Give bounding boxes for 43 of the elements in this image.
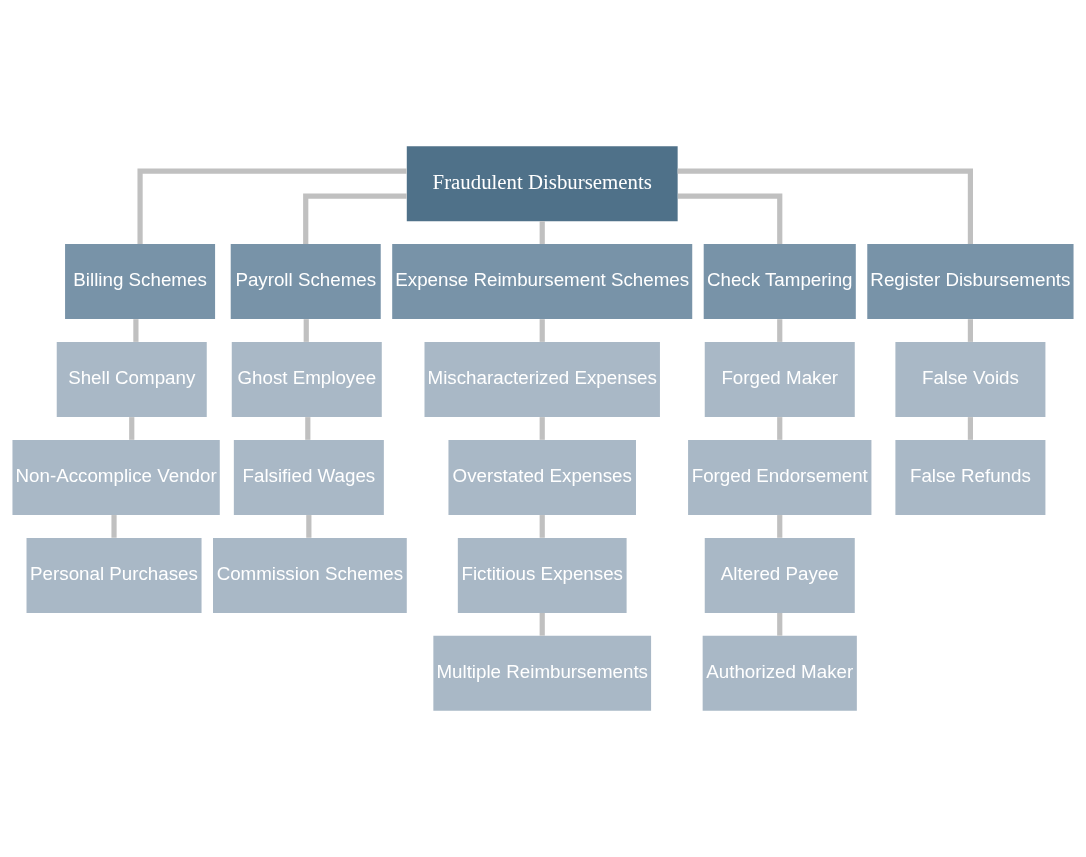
node-box: Falsified Wages [233,439,384,515]
node-box: Mischaracterized Expenses [424,342,660,418]
connector [137,168,407,244]
connector [111,515,117,538]
node-box: Payroll Schemes [230,244,381,320]
node-box: False Voids [895,342,1046,418]
connector [539,612,545,636]
connector [303,319,309,342]
node-box: Fraudulent Disbursements [406,146,678,222]
connector [967,417,973,440]
connector [777,319,783,342]
node-box: Authorized Maker [702,635,857,711]
node-box: Multiple Reimbursements [433,635,652,711]
connector [306,515,312,538]
connector [305,417,311,440]
node-box: Personal Purchases [26,537,202,613]
connector [539,319,545,342]
node-box: Register Disbursements [867,244,1074,320]
connector [967,319,973,342]
node-box: False Refunds [895,439,1046,515]
connector [777,417,783,440]
node-box: Expense Reimbursement Schemes [392,244,693,320]
node-box: Check Tampering [703,244,856,320]
connector [539,221,545,244]
node-box: Forged Endorsement [688,439,872,515]
connector [677,168,973,244]
node-box: Billing Schemes [65,244,216,320]
node-box: Non-Accomplice Vendor [12,439,220,515]
node-box: Shell Company [56,342,207,418]
connector [303,193,407,244]
node-box: Fictitious Expenses [457,537,627,613]
connector [777,612,783,636]
node-box: Commission Schemes [213,537,407,613]
connector [129,417,135,440]
connector [539,515,545,538]
connector [777,515,783,538]
connector [678,193,783,244]
node-box: Forged Maker [704,342,855,418]
node-box: Overstated Expenses [448,439,636,515]
connector [539,417,545,440]
connector [133,319,139,342]
node-box: Altered Payee [704,537,855,613]
node-box: Ghost Employee [231,342,382,418]
